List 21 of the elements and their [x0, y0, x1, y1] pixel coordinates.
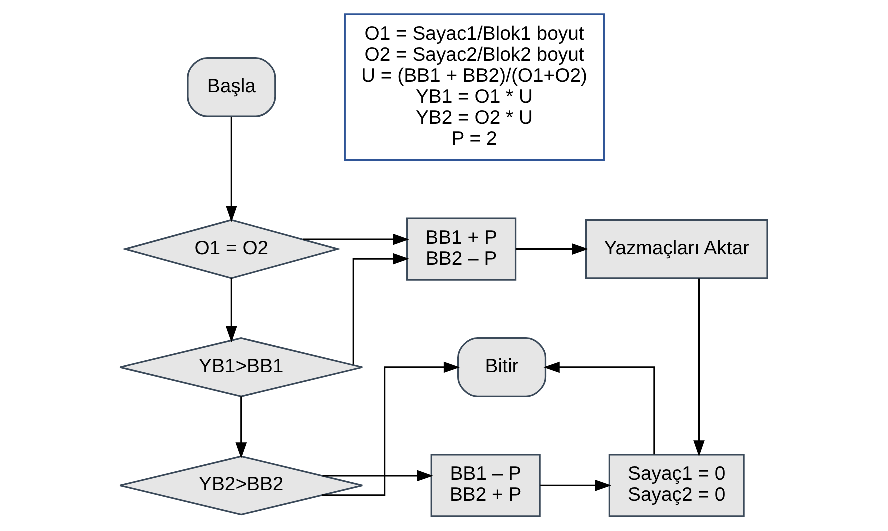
arrow [303, 234, 410, 246]
arrow [352, 253, 410, 365]
node-diamond: YB2>BB2 [119, 456, 364, 516]
node-box: Başla [187, 57, 276, 118]
node-box: O1 = Sayac1/Blok1 boyut O2 = Sayac2/Blok2 boyut U = (BB1 + BB2)/(O1+O2) YB1 = O1 * U YB2 = O2 * U P = 2 [344, 14, 605, 162]
node-box: Sayaç1 = 0 Sayaç2 = 0 [608, 454, 745, 518]
node-diamond: O1 = O2 [122, 219, 342, 280]
node-diamond: YB1>BB1 [119, 338, 364, 398]
arrow [540, 480, 612, 492]
node-box: Bitir [458, 338, 547, 398]
arrow [694, 278, 705, 457]
arrow [226, 278, 238, 343]
arrow [544, 362, 656, 455]
arrow [516, 244, 589, 255]
node-box: BB1 + P BB2 – P [406, 218, 517, 281]
node-box: BB1 – P BB2 + P [430, 454, 541, 518]
arrow [322, 362, 460, 496]
node-box: Yazmaçları Aktar [585, 219, 768, 280]
arrow [226, 117, 238, 222]
arrow [236, 396, 248, 459]
arrow [322, 470, 434, 482]
